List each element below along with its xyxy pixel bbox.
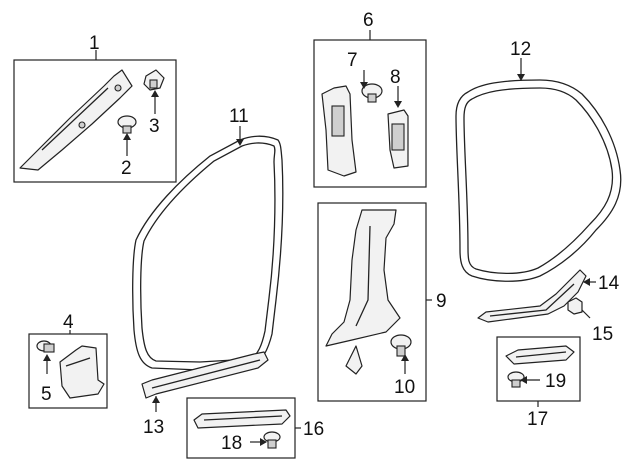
trim-hole bbox=[78, 121, 86, 129]
b-pillar-cover bbox=[345, 345, 363, 375]
rear-sill-plate-edge bbox=[515, 351, 567, 358]
callout-10: 10 bbox=[394, 377, 415, 398]
arrow-2 bbox=[123, 133, 131, 140]
callout-17: 17 bbox=[527, 409, 548, 430]
clip-19 bbox=[507, 371, 525, 388]
a-pillar-trim-edge bbox=[41, 87, 109, 151]
callout-13: 13 bbox=[143, 417, 164, 438]
group-1-a-pillar-trim: 1 2 3 bbox=[13, 33, 177, 183]
front-scuff-plate bbox=[141, 351, 269, 399]
arrow-5 bbox=[43, 354, 51, 361]
callout-2: 2 bbox=[121, 158, 132, 179]
kick-panel-edge bbox=[65, 357, 91, 367]
trim-hole bbox=[114, 84, 122, 92]
arrow-14 bbox=[583, 278, 590, 286]
clip-15 bbox=[567, 297, 583, 315]
callout-11: 11 bbox=[229, 106, 249, 127]
callout-4: 4 bbox=[63, 312, 74, 333]
panel-slot bbox=[391, 123, 405, 151]
rear-scuff-plate-edge bbox=[489, 283, 575, 317]
b-pillar-lower-trim bbox=[325, 209, 401, 347]
callout-5: 5 bbox=[41, 384, 52, 405]
group-9-b-pillar-lower: 9 10 bbox=[317, 202, 447, 402]
group-16-sill-plate: 18 16 bbox=[186, 397, 324, 459]
kick-panel bbox=[59, 345, 105, 399]
front-door-weatherstrip-inner bbox=[140, 142, 276, 363]
rear-scuff-plate bbox=[477, 269, 587, 323]
arrow-8 bbox=[394, 101, 402, 108]
group-11-front-door-weatherstrip: 11 bbox=[132, 106, 284, 371]
clip-18 bbox=[263, 431, 281, 449]
group-6-b-pillar-upper: 6 7 8 bbox=[313, 10, 427, 188]
front-door-weatherstrip bbox=[132, 135, 284, 371]
trim-slot bbox=[331, 105, 345, 137]
group-12-rear-door-weatherstrip: 12 bbox=[455, 39, 622, 282]
callout-16: 16 bbox=[303, 419, 324, 440]
callout-8: 8 bbox=[390, 67, 401, 88]
callout-12: 12 bbox=[510, 39, 531, 60]
callout-6: 6 bbox=[363, 10, 374, 31]
clip-10 bbox=[390, 334, 412, 357]
arrow-11 bbox=[236, 139, 244, 146]
sill-plate bbox=[193, 409, 291, 429]
group-14-rear-scuff-plate: 14 bbox=[477, 269, 620, 323]
clip-7 bbox=[361, 83, 383, 103]
group-13-scuff-plate: 13 bbox=[141, 351, 269, 438]
callout-1: 1 bbox=[89, 33, 100, 54]
front-scuff-plate-edge bbox=[151, 359, 261, 389]
arrow-3 bbox=[151, 90, 159, 97]
group-4-kick-panel: 4 5 bbox=[28, 312, 108, 409]
arrow-7 bbox=[360, 82, 368, 89]
arrow-18 bbox=[260, 438, 267, 446]
arrow-19 bbox=[520, 376, 527, 384]
clip-5 bbox=[36, 340, 55, 353]
callout-7: 7 bbox=[347, 50, 358, 71]
callout-14: 14 bbox=[598, 273, 620, 294]
callout-15: 15 bbox=[592, 324, 613, 345]
callout-3: 3 bbox=[149, 116, 160, 137]
callout-18: 18 bbox=[221, 433, 242, 454]
arrow-12 bbox=[517, 74, 525, 81]
arrow-10 bbox=[401, 354, 409, 361]
group-17-rear-sill-plate: 19 17 bbox=[496, 336, 581, 430]
callout-9: 9 bbox=[436, 291, 447, 312]
rear-door-weatherstrip bbox=[455, 79, 622, 282]
sill-plate-edge bbox=[203, 415, 283, 421]
rear-door-weatherstrip-inner bbox=[463, 87, 614, 275]
leader-15 bbox=[581, 309, 591, 319]
callout-19: 19 bbox=[545, 371, 566, 392]
clip-3 bbox=[143, 69, 165, 91]
arrow-13 bbox=[152, 396, 160, 403]
b-pillar-lower-edge bbox=[355, 225, 371, 327]
group-15-clip: 15 bbox=[567, 297, 613, 345]
